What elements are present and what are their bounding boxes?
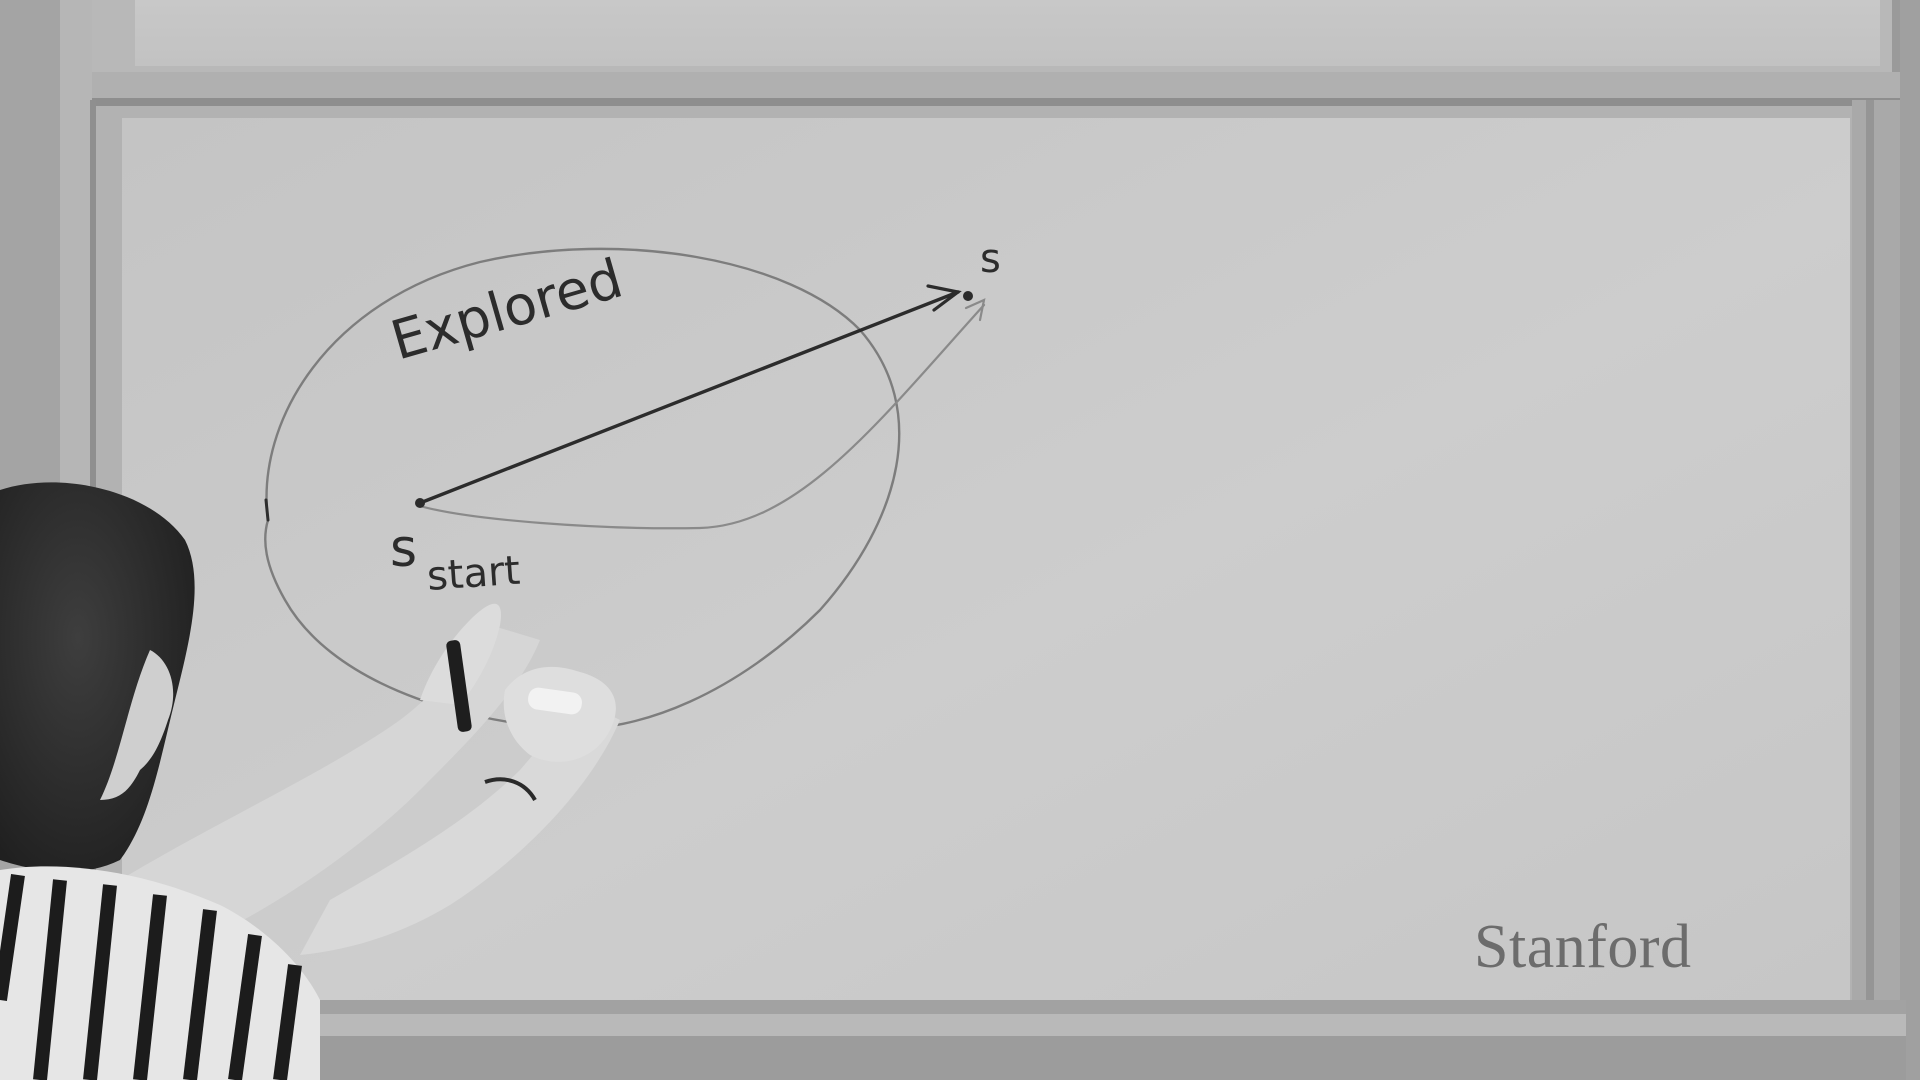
direct-path-arrow [418, 290, 960, 505]
start-subscript: start [425, 548, 521, 600]
board-drawing [264, 247, 986, 730]
marker-dark [446, 640, 472, 732]
lecturer-face [100, 650, 174, 800]
goal-symbol: s [980, 236, 1001, 282]
explored-region-ellipse [264, 247, 901, 730]
start-symbol: s [390, 519, 417, 579]
stanford-watermark: Stanford [1474, 913, 1692, 981]
lecturer [0, 482, 620, 1080]
upper-whiteboard [92, 0, 1902, 106]
lecturer-hair [0, 482, 195, 872]
marker-tray [96, 1000, 1906, 1080]
lecturer-shirt [0, 866, 320, 1080]
start-point [415, 498, 425, 508]
lecturer-arm [120, 625, 540, 960]
main-whiteboard [122, 118, 1850, 1000]
curved-path [418, 303, 986, 530]
bracelet [484, 777, 537, 802]
direct-arrowhead [926, 284, 962, 312]
marker-light [528, 687, 582, 715]
curved-arrowhead [964, 298, 986, 322]
goal-point [963, 291, 973, 301]
